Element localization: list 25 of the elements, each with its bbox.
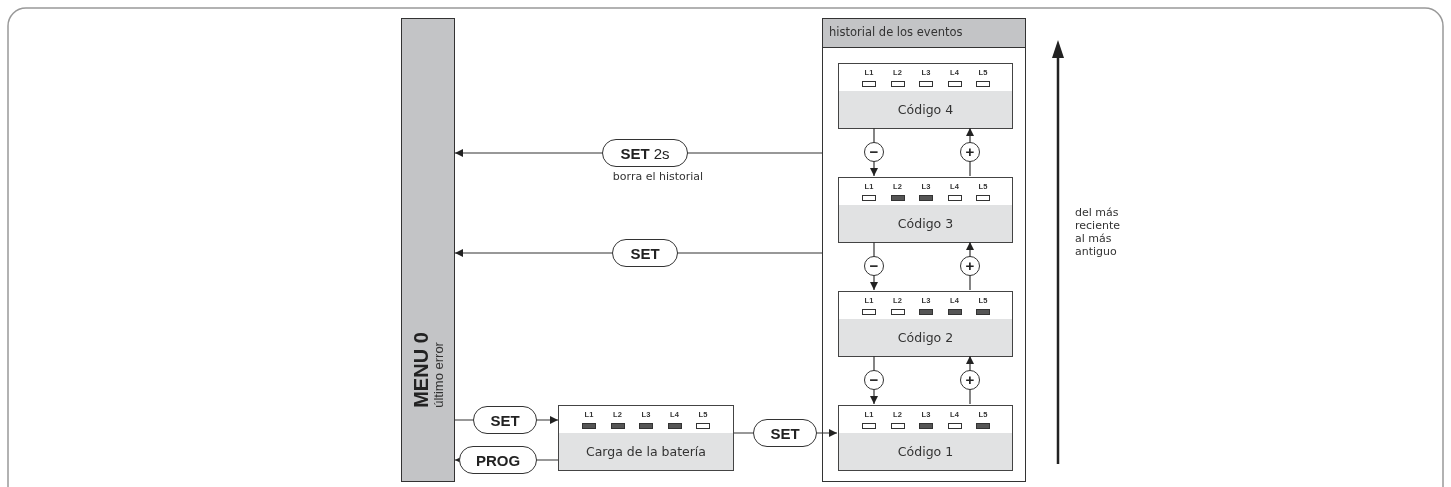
code-display-box	[838, 405, 1013, 471]
code-label: Código 1	[897, 444, 954, 459]
code-label: Código 3	[897, 216, 954, 231]
menu-title: MENU 0	[411, 332, 431, 408]
order-note: del más reciente al más antiguo	[1075, 206, 1121, 258]
menu-bar	[401, 18, 455, 482]
panel-heading: historial de los eventos	[823, 19, 1025, 48]
code-label: Código 2	[897, 330, 954, 345]
key-button-label: SET	[473, 406, 537, 434]
key-button-label: SET 2s	[602, 139, 688, 167]
arrow	[870, 241, 878, 291]
key-button-label: SET	[612, 239, 678, 267]
code-display-box	[838, 177, 1013, 243]
key-button-label: SET	[753, 419, 817, 447]
code-display-box	[558, 405, 734, 471]
key-button-label: PROG	[459, 446, 537, 474]
edge-note: borra el historial	[611, 170, 705, 183]
menu-subtitle: último error	[432, 341, 445, 408]
arrow	[870, 355, 878, 405]
code-display-box	[838, 63, 1013, 129]
code-label: Código 4	[897, 102, 954, 117]
arrow	[870, 127, 878, 177]
code-label: Carga de la batería	[585, 444, 706, 459]
history-panel	[822, 18, 1026, 482]
code-display-box	[838, 291, 1013, 357]
